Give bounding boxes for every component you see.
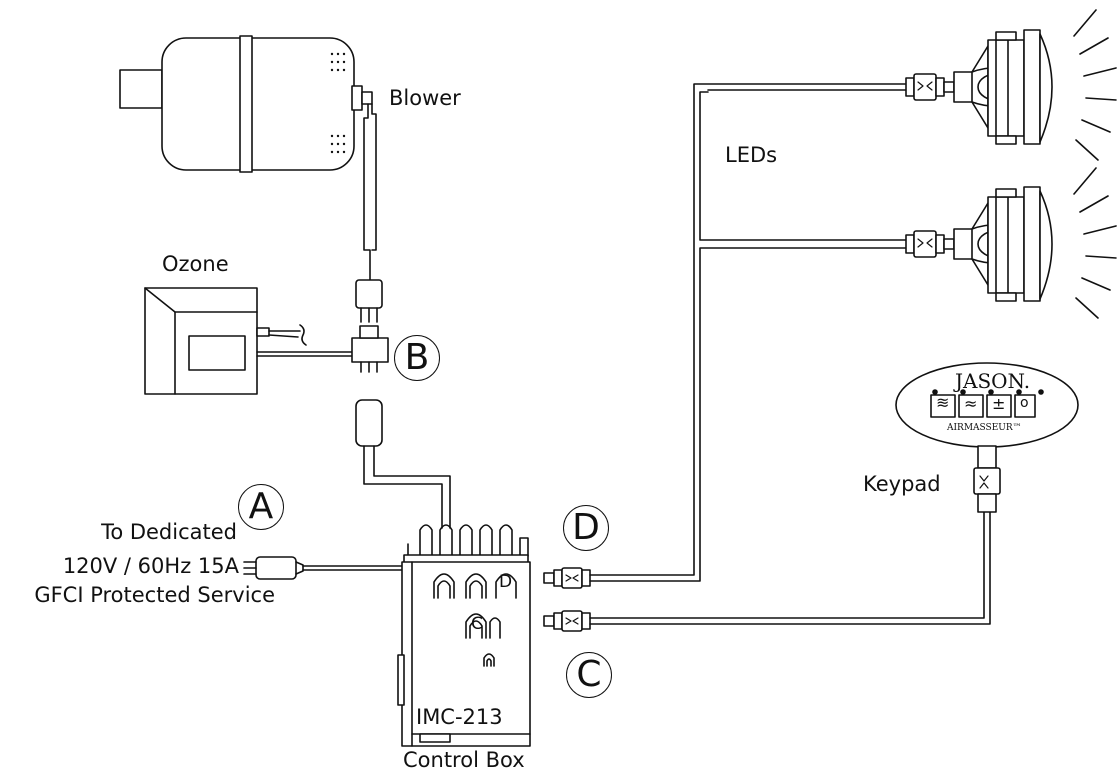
box-port-c-label: C bbox=[471, 614, 483, 634]
model-label: IMC-213 bbox=[416, 705, 503, 729]
control-box-label: Control Box bbox=[403, 748, 525, 771]
power-cord bbox=[302, 565, 403, 571]
splitter-b bbox=[351, 325, 389, 373]
connector-d bbox=[543, 567, 591, 589]
connector-c bbox=[543, 610, 591, 632]
callout-d: D bbox=[563, 505, 609, 551]
keypad-button-3[interactable]: ± bbox=[992, 394, 1006, 413]
ozone-generator bbox=[144, 287, 307, 395]
ozone-label: Ozone bbox=[162, 252, 229, 276]
box-port-d-label: D bbox=[499, 572, 513, 592]
keypad-button-1[interactable]: ≋ bbox=[936, 393, 950, 412]
blower-plug bbox=[355, 279, 383, 323]
keypad bbox=[895, 362, 1079, 513]
keypad-label: Keypad bbox=[863, 472, 941, 496]
ozone-cord bbox=[256, 351, 353, 357]
callout-c: C bbox=[566, 652, 612, 698]
power-plug bbox=[243, 556, 304, 580]
keypad-brand: JASON. bbox=[955, 369, 1031, 393]
blower-cord bbox=[363, 103, 377, 281]
control-box bbox=[397, 524, 531, 747]
led-cable bbox=[589, 83, 907, 582]
keypad-cable bbox=[589, 511, 991, 625]
keypad-button-4[interactable]: o bbox=[1020, 395, 1029, 411]
leds-label: LEDs bbox=[725, 143, 778, 167]
service-label-line1: To Dedicated bbox=[101, 520, 237, 544]
callout-b: B bbox=[394, 335, 440, 381]
blower-label: Blower bbox=[389, 86, 461, 110]
led-light-2 bbox=[905, 167, 1117, 319]
blower bbox=[119, 35, 373, 173]
led-light-1 bbox=[905, 9, 1117, 161]
keypad-product: AIRMASSEUR™ bbox=[947, 423, 1022, 433]
callout-a: A bbox=[238, 484, 284, 530]
receptacle-cord bbox=[355, 399, 451, 529]
service-label-line3: GFCI Protected Service bbox=[34, 583, 275, 607]
service-label-line2: 120V / 60Hz 15A bbox=[62, 554, 239, 578]
keypad-button-2[interactable]: ≈ bbox=[964, 394, 978, 413]
